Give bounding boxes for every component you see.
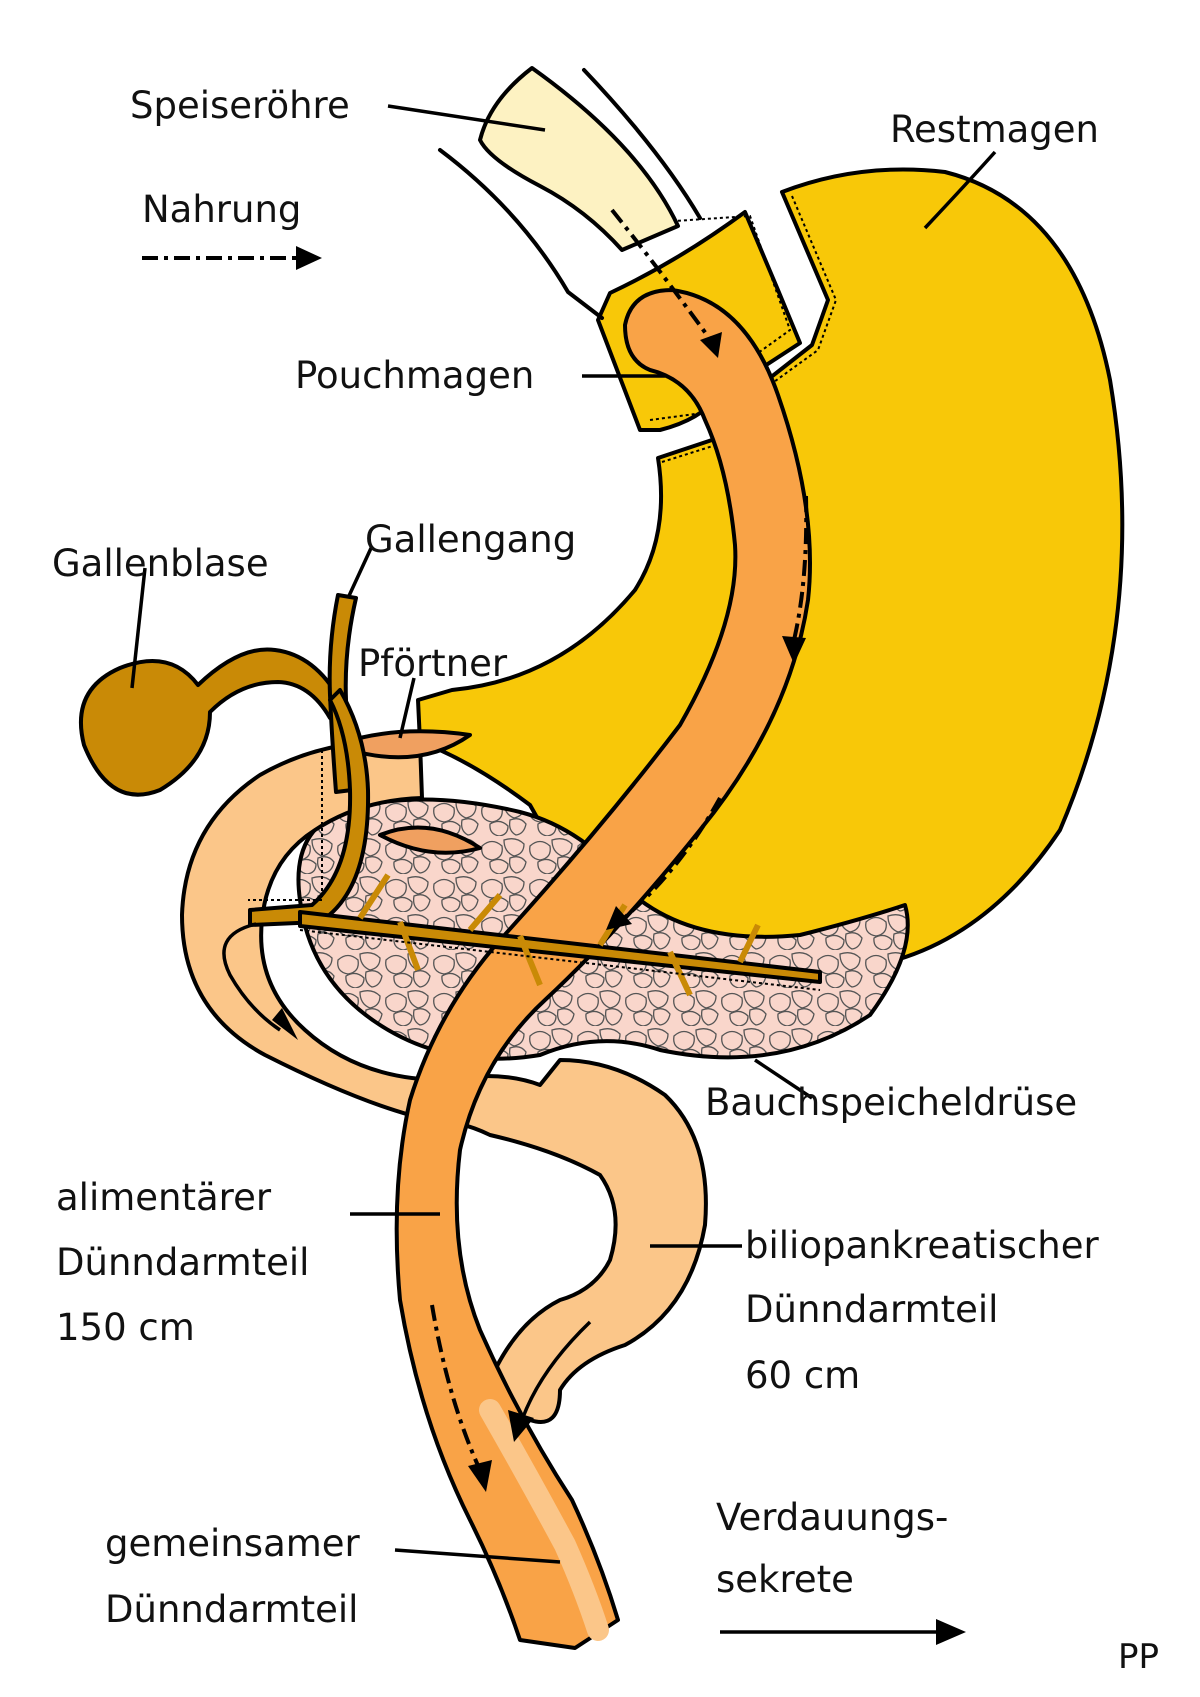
label-remnant-stomach: Restmagen [890, 108, 1099, 151]
food-arrowhead-2 [782, 636, 806, 664]
food-arrow-2 [792, 495, 809, 641]
leader-bile-duct [346, 545, 374, 599]
label-pancreas: Bauchspeicheldrüse [705, 1081, 1077, 1124]
label-pylorus: Pförtner [358, 642, 508, 685]
label-alimentary-3: 150 cm [56, 1306, 195, 1349]
label-common-1: gemeinsamer [105, 1522, 361, 1565]
food-arrowhead-4 [468, 1460, 492, 1492]
leader-remnant [923, 150, 997, 230]
label-food: Nahrung [142, 188, 301, 231]
label-alimentary-2: Dünndarmteil [56, 1241, 309, 1284]
label-biliopancreatic-3: 60 cm [745, 1354, 860, 1397]
pylorus-lower [378, 825, 482, 855]
secretion-arrowhead-1 [272, 1008, 298, 1040]
label-gallbladder: Gallenblase [52, 542, 269, 585]
label-common-2: Dünndarmteil [105, 1588, 358, 1631]
pouch-staple-line-lower [649, 411, 711, 421]
leader-pylorus [398, 677, 416, 739]
label-secretions-2: sekrete [716, 1558, 854, 1601]
secretion-arrowhead-2 [508, 1410, 534, 1442]
secretion-arrow-2 [520, 1320, 592, 1421]
label-esophagus: Speiseröhre [130, 84, 350, 127]
secretions-legend-arrowhead [936, 1619, 966, 1645]
leader-pancreas [754, 1058, 813, 1100]
esophagus [478, 66, 680, 252]
food-arrow-3 [622, 797, 722, 920]
esophagus-wall [438, 148, 604, 320]
author-signature: PP [1118, 1637, 1159, 1677]
leader-esophagus [387, 104, 546, 132]
food-arrow-4 [430, 1304, 482, 1471]
label-alimentary-1: alimentärer [56, 1176, 272, 1219]
remnant-staple-line [759, 195, 838, 393]
duct-dotted-guide [248, 750, 821, 991]
food-arrowhead-3 [606, 906, 632, 930]
label-biliopancreatic-1: biliopankreatischer [745, 1224, 1099, 1267]
pylorus [343, 729, 472, 760]
esophagus-wall-right [582, 68, 702, 220]
food-legend-arrowhead [296, 246, 322, 270]
leader-gallbladder [130, 567, 147, 689]
label-pouch: Pouchmagen [295, 354, 534, 397]
alimentary-limb [394, 288, 812, 1650]
leader-common [394, 1548, 561, 1564]
secretion-arrow-1 [222, 922, 281, 1032]
food-arrow-1 [610, 208, 714, 344]
label-bile-duct: Gallengang [365, 518, 576, 561]
pancreatic-duct [298, 910, 822, 984]
label-secretions-1: Verdauungs- [716, 1496, 948, 1539]
food-arrowhead-1 [700, 332, 722, 358]
label-biliopancreatic-2: Dünndarmteil [745, 1288, 998, 1331]
common-channel-inner [479, 1399, 609, 1641]
